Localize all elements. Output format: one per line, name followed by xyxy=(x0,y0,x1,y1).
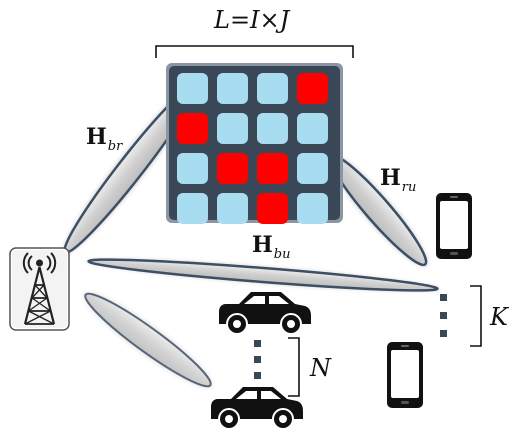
ris-element xyxy=(217,113,248,144)
smartphone-icon xyxy=(436,193,472,259)
channel-label-br: Hbr xyxy=(86,126,122,153)
vehicle-ellipsis xyxy=(254,340,261,379)
ris-element xyxy=(297,113,328,144)
car-icon xyxy=(219,292,311,335)
ris-element xyxy=(257,113,288,144)
channel-label-bu: Hbu xyxy=(252,234,291,261)
ris-element xyxy=(177,153,208,184)
channel-subscript: br xyxy=(107,139,123,154)
smartphone-icon xyxy=(387,342,423,408)
ris-element-active xyxy=(297,73,328,104)
ris-element-active xyxy=(217,153,248,184)
ris-element-active xyxy=(257,193,288,224)
ris-element-active xyxy=(177,113,208,144)
channel-symbol: H xyxy=(86,124,107,150)
ris-element xyxy=(297,193,328,224)
ris-element xyxy=(217,73,248,104)
beam-base-to-user xyxy=(85,258,441,292)
base-station-icon xyxy=(9,247,70,331)
vehicle-count-label: N xyxy=(310,354,331,382)
channel-symbol: H xyxy=(380,165,401,191)
ris-size-bracket xyxy=(155,45,354,58)
vehicle-count-bracket xyxy=(288,337,300,397)
user-ellipsis xyxy=(440,294,447,337)
beam-base-to-vehicle xyxy=(82,291,214,389)
channel-label-ru: Hru xyxy=(380,167,416,194)
channel-subscript: ru xyxy=(401,180,417,195)
user-count-label: K xyxy=(490,303,508,331)
ris-element xyxy=(257,73,288,104)
ris-panel xyxy=(166,63,343,224)
ris-element xyxy=(297,153,328,184)
ris-element xyxy=(177,73,208,104)
channel-symbol: H xyxy=(252,232,273,258)
channel-subscript: bu xyxy=(273,247,291,262)
ris-element xyxy=(217,193,248,224)
ris-element xyxy=(177,193,208,224)
car-icon xyxy=(211,387,303,430)
ris-size-formula: L=I×J xyxy=(214,6,290,34)
ris-element-active xyxy=(257,153,288,184)
user-count-bracket xyxy=(470,285,482,347)
